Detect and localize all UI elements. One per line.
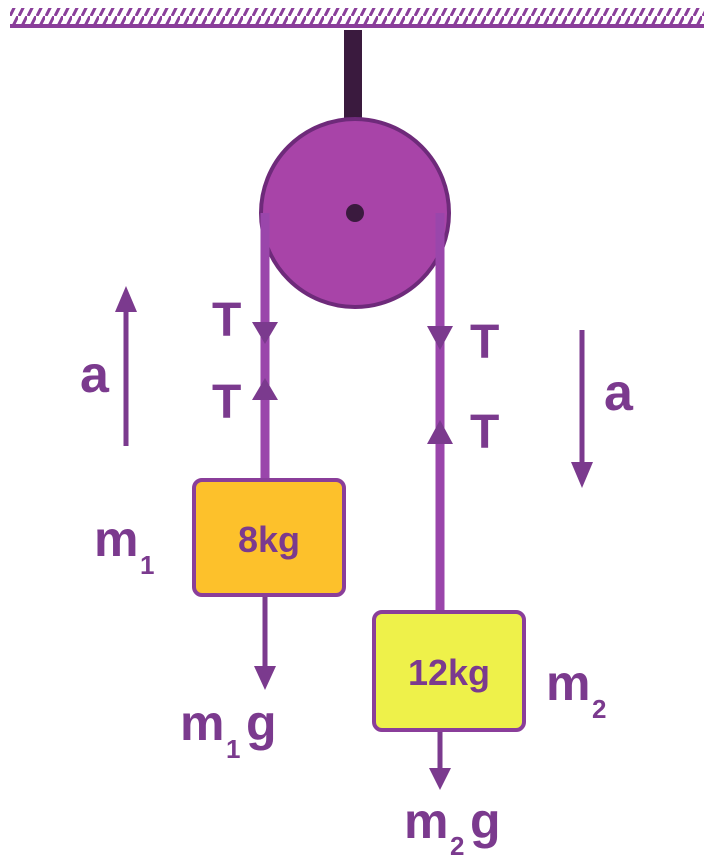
block-m2: 12kg (372, 610, 526, 732)
block-m1-mass-label: 8kg (238, 519, 300, 560)
acceleration-arrow-up (115, 286, 137, 446)
tension-label-left-bottom: T (212, 376, 241, 429)
acceleration-label-left: a (80, 346, 110, 404)
weight-arrow-m1 (254, 597, 276, 690)
weight2-subscript: 2 (450, 831, 464, 858)
tension-arrow-left-down (252, 322, 278, 344)
mass2-label: m (546, 655, 590, 711)
tension-arrow-right-up (427, 420, 453, 444)
weight1-label: m (180, 695, 224, 751)
acceleration-arrow-down (571, 330, 593, 488)
weight2-g: g (470, 793, 501, 849)
block-m2-mass-label: 12kg (408, 652, 490, 693)
mass1-label: m (94, 511, 138, 567)
tension-arrow-right-down (427, 326, 453, 350)
weight1-subscript: 1 (226, 734, 240, 764)
weight-arrow-m2 (429, 732, 451, 790)
tension-label-left-top: T (212, 294, 241, 347)
acceleration-label-right: a (604, 364, 634, 422)
mass2-subscript: 2 (592, 694, 606, 724)
block-m1: 8kg (192, 478, 346, 597)
weight1-g: g (246, 695, 277, 751)
pulley-axle (346, 204, 364, 222)
weight2-label: m (404, 793, 448, 849)
mass1-subscript: 1 (140, 550, 154, 580)
pulley-support-rod (344, 30, 362, 128)
tension-arrow-left-up (252, 378, 278, 400)
pulley (259, 117, 451, 309)
tension-label-right-bottom: T (470, 406, 499, 459)
tension-label-right-top: T (470, 316, 499, 369)
ceiling (10, 8, 704, 28)
